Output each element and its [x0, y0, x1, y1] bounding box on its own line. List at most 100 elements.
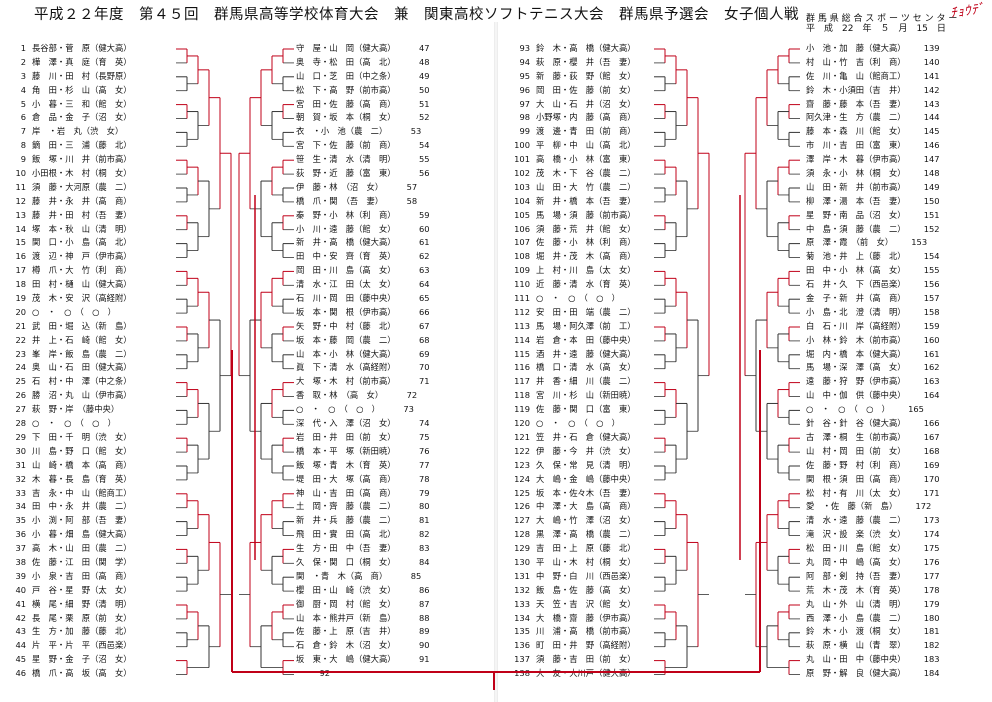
- entry-pair: 須 藤・吉 田（前 女）: [536, 654, 636, 665]
- entry-pair: 澤 岸・木 暮（伊市高）: [806, 154, 906, 165]
- entry-row: 眞 下・清 水（高経附）70: [296, 361, 430, 375]
- entry-number: 173: [923, 515, 940, 526]
- entry-number: 160: [923, 334, 940, 345]
- entry-row: 清 水・遠 藤（農 二）173: [806, 514, 940, 528]
- entry-row: 市 川・吉 田（富 東）146: [806, 139, 940, 153]
- entry-row: 松 下・高 野（前市高）50: [296, 84, 430, 98]
- entry-number: 42: [15, 612, 26, 623]
- entry-row: 111○ ・ ○ （ ○ ）: [510, 292, 636, 306]
- entry-number: 91: [419, 654, 430, 665]
- entry-pair: 伊 藤・林 （沼 女）: [296, 181, 384, 192]
- entry-row: ○ ・ ○ （ ○ ）165: [806, 403, 940, 417]
- entry-number: 79: [419, 487, 430, 498]
- entry-pair: 石 川・岡 田（藤中央）: [296, 293, 396, 304]
- entry-number: 85: [410, 570, 422, 581]
- entry-pair: 宮 川・杉 山（新田暁）: [536, 390, 636, 401]
- entry-number: 161: [923, 348, 940, 359]
- entry-pair: 松 村・有 川（太 女）: [806, 487, 906, 498]
- entry-number: 151: [923, 209, 940, 220]
- entry-number: 163: [923, 376, 940, 387]
- entry-number: 40: [15, 584, 26, 595]
- entry-pair: 鈴 木・小須田（吉 井）: [806, 84, 906, 95]
- entry-number: 57: [406, 181, 418, 192]
- entry-number: 81: [419, 515, 430, 526]
- entry-pair: 鏑 田・三 浦（藤 北）: [32, 140, 132, 151]
- entry-row: 小 島・北 澄（清 明）158: [806, 306, 940, 320]
- entry-pair: 倉 品・金 子（沼 女）: [32, 112, 132, 123]
- entry-pair: 大 嶋・金 嶋（藤中央）: [536, 473, 636, 484]
- entry-number: 71: [419, 376, 430, 387]
- entry-number: 33: [15, 487, 26, 498]
- entry-number: 13: [15, 209, 26, 220]
- entry-row: 鈴 木・小 渡（桐 女）181: [806, 625, 940, 639]
- entry-number: 179: [923, 598, 940, 609]
- entry-pair: 藤 井・永 井（高 商）: [32, 195, 132, 206]
- entry-pair: 小 暮・畑 島（健大高）: [32, 529, 132, 540]
- entry-number: 164: [923, 390, 940, 401]
- entry-pair: 塚 本・秋 山（清 明）: [32, 223, 132, 234]
- entry-row: 阿久津・生 方（農 二）144: [806, 111, 940, 125]
- entry-number: 105: [514, 209, 530, 220]
- entry-number: 180: [923, 612, 940, 623]
- entry-row: 香 取・林 （高 女）72: [296, 389, 430, 403]
- entry-pair: 石 井・久 下（西邑楽）: [806, 279, 906, 290]
- entry-pair: 安 田・田 端（農 二）: [536, 306, 636, 317]
- entry-number: 183: [923, 654, 940, 665]
- entry-pair: 西 澤・小 島（農 二）: [806, 612, 906, 623]
- entry-row: 柳 澤・湯 本（吾 妻）150: [806, 195, 940, 209]
- entry-number: 128: [514, 529, 530, 540]
- entry-row: 飛 田・實 田（高 北）82: [296, 528, 430, 542]
- entry-number: 77: [419, 459, 430, 470]
- entry-pair: 馬 場・阿久澤（前 工）: [536, 320, 636, 331]
- entry-pair: 高 木・山 田（農 二）: [32, 543, 132, 554]
- entry-number: 34: [15, 501, 26, 512]
- entry-row: 山 口・芝 田（中之条）49: [296, 70, 430, 84]
- entry-number: 67: [419, 320, 430, 331]
- entry-pair: 佐 藤・関 口（富 東）: [536, 404, 636, 415]
- entry-number: 7: [20, 126, 26, 137]
- entry-row: 橋 爪・関 （吾 妻）58: [296, 195, 430, 209]
- entry-number: 37: [15, 543, 26, 554]
- entry-pair: 中 澤・大 島（高 商）: [536, 501, 636, 512]
- entry-row: 針 谷・針 谷（健大高）166: [806, 417, 940, 431]
- entry-pair: 下 田・千 明（渋 女）: [32, 431, 132, 442]
- entry-pair: 原 澤・霞 （前 女）: [806, 237, 894, 248]
- entry-pair: 田 中・安 齊（育 英）: [296, 251, 396, 262]
- entry-number: 123: [514, 459, 530, 470]
- entry-pair: 坂 本・関 根（伊市高）: [296, 306, 396, 317]
- entry-number: 158: [923, 306, 940, 317]
- entry-pair: 香 取・林 （高 女）: [296, 390, 384, 401]
- entry-pair: 山 口・芝 田（中之条）: [296, 70, 396, 81]
- entry-pair: ○ ・ ○ （ ○ ）: [32, 306, 116, 317]
- entry-pair: 関 根・須 田（高 商）: [806, 473, 906, 484]
- entry-row: 大 塚・木 村（前市高）71: [296, 375, 430, 389]
- entry-pair: 金 子・新 井（高 商）: [806, 293, 906, 304]
- entry-number: 61: [419, 237, 430, 248]
- entry-number: 157: [923, 293, 940, 304]
- entry-pair: ○ ・ ○ （ ○ ）: [806, 404, 890, 415]
- entry-number: 133: [514, 598, 530, 609]
- entry-number: 101: [514, 154, 530, 165]
- entry-number: 64: [419, 279, 430, 290]
- entry-number: 107: [514, 237, 530, 248]
- entry-pair: 勝 沼・丸 山（伊市高）: [32, 390, 132, 401]
- entry-pair: 横 尾・細 野（清 明）: [32, 598, 132, 609]
- entry-number: 9: [20, 154, 26, 165]
